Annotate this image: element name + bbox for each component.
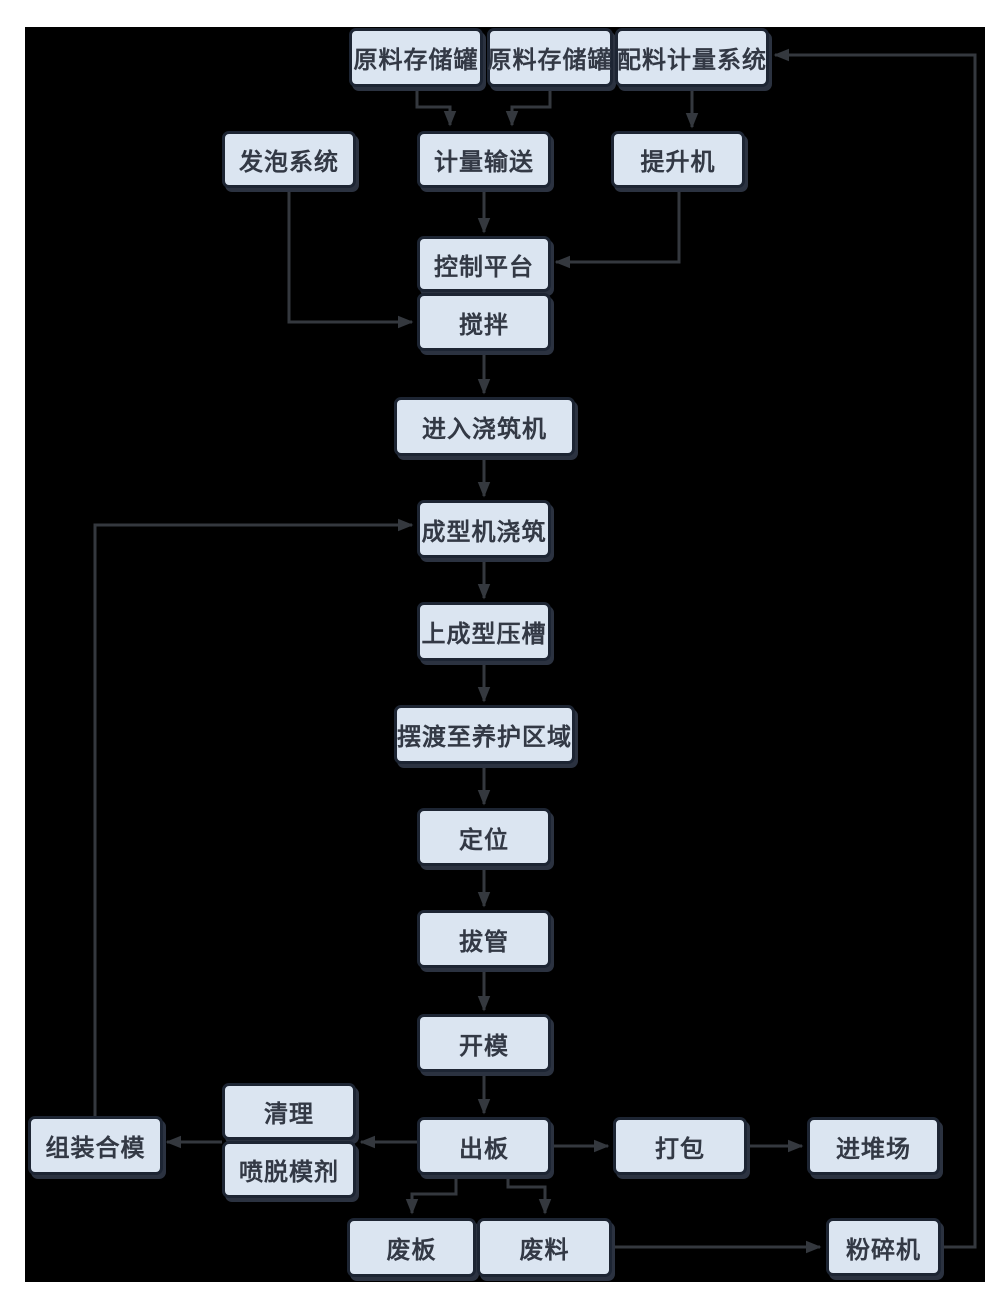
node-control-platform: 控制平台 <box>417 236 551 292</box>
node-packing: 打包 <box>613 1117 747 1175</box>
node-positioning: 定位 <box>417 808 551 866</box>
node-forming-press-groove: 上成型压槽 <box>417 602 551 661</box>
node-metering-conveying: 计量输送 <box>417 131 551 188</box>
node-mixing: 搅拌 <box>417 293 551 351</box>
node-enter-pouring-machine: 进入浇筑机 <box>394 397 575 456</box>
node-open-mold: 开模 <box>417 1014 551 1072</box>
node-crusher: 粉碎机 <box>826 1218 941 1276</box>
node-ferry-to-curing-area: 摆渡至养护区域 <box>394 705 575 764</box>
node-pull-tube: 拔管 <box>417 910 551 968</box>
node-cleaning: 清理 <box>222 1083 356 1140</box>
node-forming-machine-pouring: 成型机浇筑 <box>417 500 551 558</box>
node-board-out: 出板 <box>417 1117 551 1175</box>
node-raw-material-tank-1: 原料存储罐 <box>349 28 483 87</box>
node-raw-material-tank-2: 原料存储罐 <box>487 28 613 87</box>
node-waste-material: 废料 <box>477 1218 612 1277</box>
node-foaming-system: 发泡系统 <box>222 131 356 188</box>
node-assemble-close-mold: 组装合模 <box>28 1116 163 1175</box>
node-spray-release-agent: 喷脱模剂 <box>222 1141 356 1198</box>
node-stockyard: 进堆场 <box>807 1117 940 1175</box>
node-batching-metering-system: 配料计量系统 <box>615 28 769 87</box>
node-hoist: 提升机 <box>611 131 745 188</box>
node-waste-board: 废板 <box>347 1218 476 1277</box>
